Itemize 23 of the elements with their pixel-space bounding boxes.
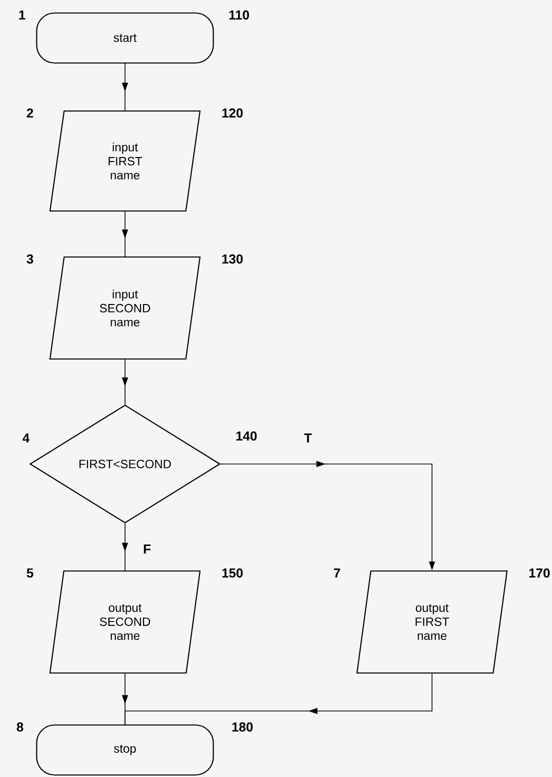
step-number: 120: [222, 108, 243, 118]
arrow: [124, 673, 432, 725]
step-number: 130: [222, 254, 243, 264]
output-box: output SECOND name: [49, 570, 201, 674]
step-number: 180: [232, 722, 253, 732]
step-number: 170: [529, 568, 550, 578]
step-number: 110: [229, 10, 249, 20]
input-box: input SECOND name: [49, 256, 201, 360]
step-number: 3: [26, 254, 34, 264]
input-box: input FIRST name: [49, 110, 201, 212]
step-number: 8: [16, 722, 24, 732]
output-box: output FIRST name: [356, 570, 508, 674]
step-number: 1: [19, 10, 26, 20]
terminal-box: start: [36, 12, 214, 64]
step-number: 5: [26, 568, 34, 578]
step-number: 150: [222, 568, 243, 578]
edge-label: F: [142, 544, 152, 554]
terminal-box: stop: [36, 724, 214, 776]
step-number: 4: [22, 434, 30, 442]
step-number: 140: [236, 431, 257, 441]
step-number: 2: [26, 108, 34, 118]
step-number: 7: [334, 568, 340, 578]
edge-label: T: [303, 432, 313, 444]
